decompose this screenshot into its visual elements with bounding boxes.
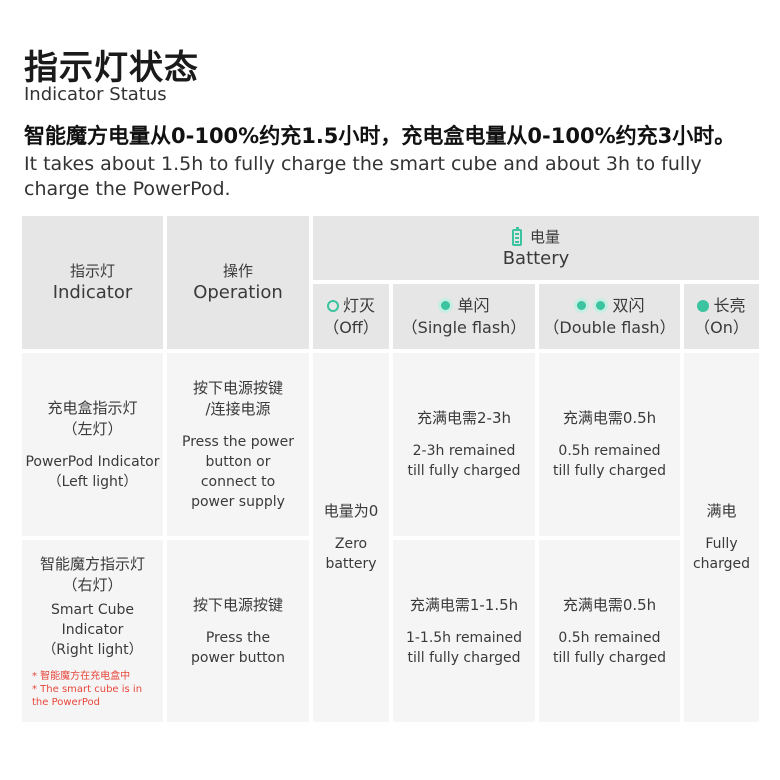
on-state-cell: 满电 Fully charged <box>684 353 759 722</box>
state-header-on: 长亮 （On） <box>684 284 759 349</box>
charge-time-description-en: It takes about 1.5h to fully charge the … <box>24 153 702 200</box>
page-title: 指示灯状态 <box>24 48 199 88</box>
state-header-double-flash: 双闪 （Double flash） <box>539 284 680 349</box>
double-flash-cell-smart-cube: 充满电需0.5h 0.5h remained till fully charge… <box>539 540 680 722</box>
solid-dot-icon <box>697 299 710 312</box>
operation-cell-powerpod: 按下电源按键 /连接电源 Press the power button or c… <box>167 353 309 536</box>
indicator-column-header: 指示灯 Indicator <box>22 216 163 349</box>
operation-cell-smart-cube: 按下电源按键 Press the power button <box>167 540 309 722</box>
note-zh: * 智能魔方在充电盒中 <box>32 670 131 682</box>
note-en: * The smart cube is in the PowerPod <box>32 683 143 708</box>
operation-column-header: 操作 Operation <box>167 216 309 349</box>
battery-icon <box>511 226 522 246</box>
off-state-cell: 电量为0 Zero battery <box>313 353 389 722</box>
double-flash-dot-icon <box>577 301 587 310</box>
state-header-single-flash: 单闪 （Single flash） <box>393 284 535 349</box>
single-flash-cell-smart-cube: 充满电需1-1.5h 1-1.5h remained till fully ch… <box>393 540 535 722</box>
ring-dot-icon <box>326 299 339 312</box>
single-flash-cell-powerpod: 充满电需2-3h 2-3h remained till fully charge… <box>393 353 535 536</box>
page-subtitle: Indicator Status <box>24 84 167 105</box>
double-flash-dot-icon <box>596 301 606 310</box>
indicator-cell-smart-cube: 智能魔方指示灯 （右灯） Smart Cube Indicator （Right… <box>22 540 163 722</box>
double-flash-cell-powerpod: 充满电需0.5h 0.5h remained till fully charge… <box>539 353 680 536</box>
charge-time-description-zh: 智能魔方电量从0-100%约充1.5小时，充电盒电量从0-100%约充3小时。 <box>24 124 736 148</box>
flash-dot-icon <box>441 301 451 310</box>
state-header-off: 灯灭 （Off） <box>313 284 389 349</box>
indicator-cell-powerpod: 充电盒指示灯 （左灯） PowerPod Indicator （Left lig… <box>22 353 163 536</box>
battery-column-header: 电量 Battery <box>313 216 759 280</box>
